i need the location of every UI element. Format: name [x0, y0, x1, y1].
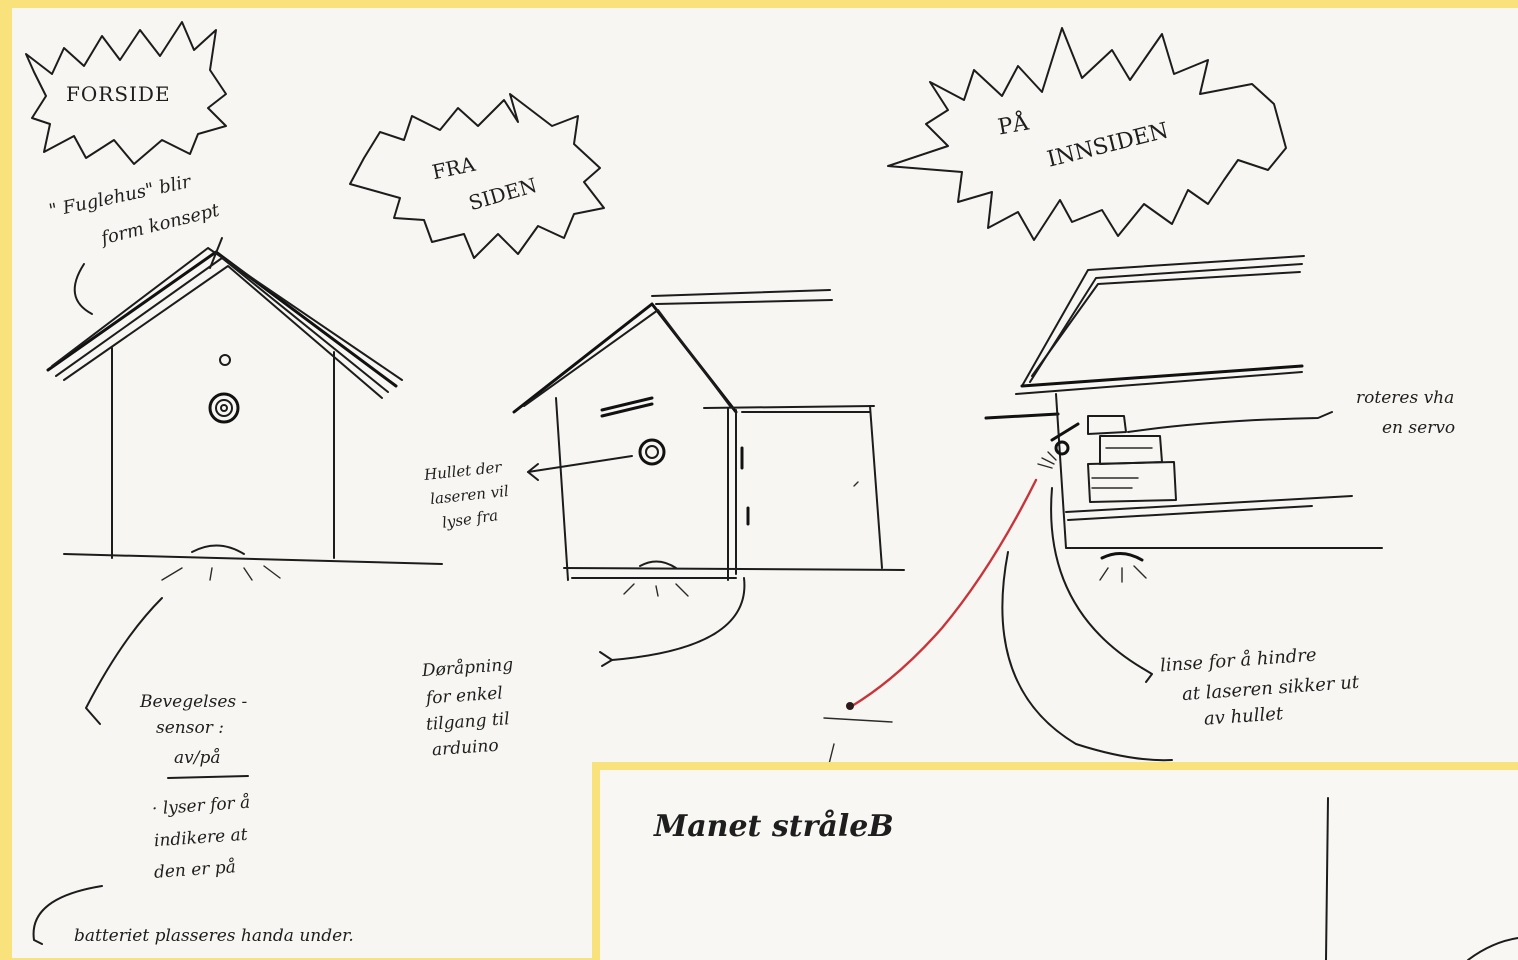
- sensor-note-line3: av/på: [174, 748, 220, 769]
- rotate-note-line2: en servo: [1382, 418, 1455, 439]
- inset-drawings: [600, 770, 1518, 960]
- sensor-note-line2: sensor :: [156, 718, 224, 739]
- sensor-note-line1: Bevegelses -: [140, 692, 247, 713]
- house-front-drawing: [48, 238, 442, 724]
- battery-note: batteriet plasseres handa under.: [74, 926, 354, 947]
- inset-paper: Manet stråleΒ: [600, 770, 1518, 960]
- house-side-drawing: [514, 290, 904, 666]
- bubble-front-label: FORSIDE: [66, 82, 171, 107]
- bubble-inside-label-line1: PÅ: [996, 110, 1031, 142]
- rotate-note-line1: roteres vha: [1356, 388, 1454, 409]
- laser-beam: [852, 480, 1036, 706]
- bubble-inside-outline: [888, 28, 1286, 240]
- sketch-sheet-inset: Manet stråleΒ: [592, 762, 1518, 960]
- sensor-divider: [168, 776, 248, 778]
